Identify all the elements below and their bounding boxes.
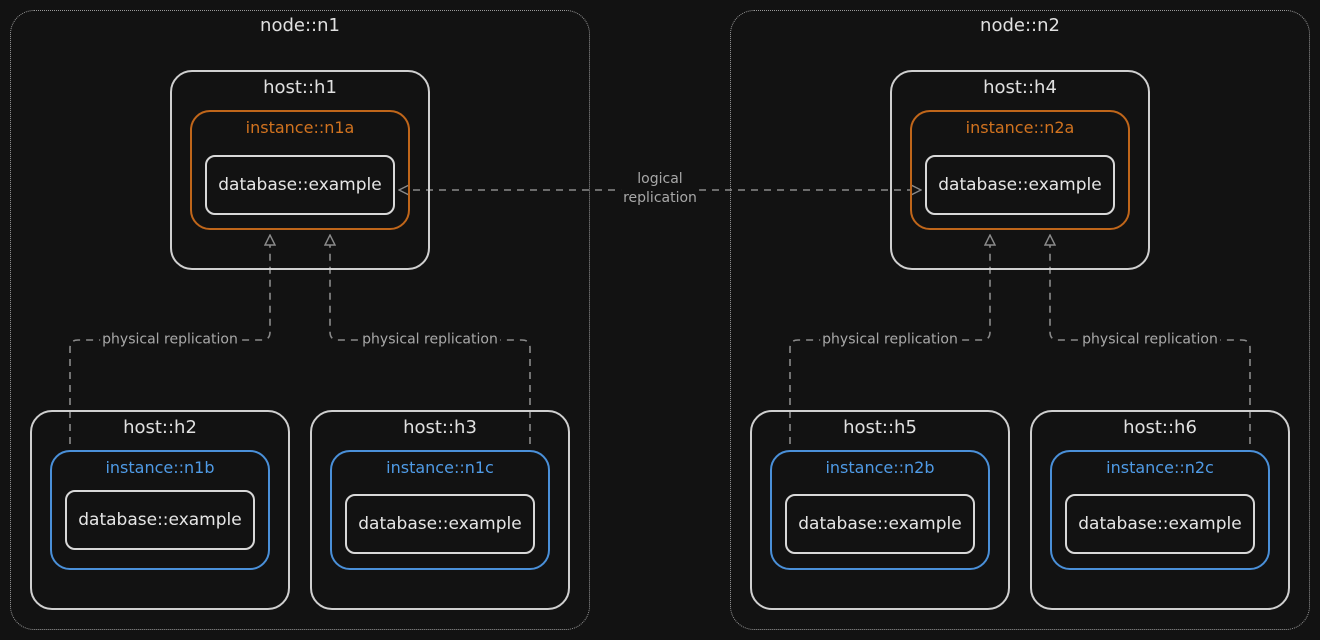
host-h4: host::h4 (890, 70, 1150, 270)
edge-label-logical-line1: logical (637, 171, 683, 187)
host-h4-title: host::h4 (983, 77, 1057, 98)
database-n1c: database::example (345, 494, 535, 554)
database-n2c: database::example (1065, 494, 1255, 554)
edge-label-n2c: physical replication (1080, 330, 1220, 350)
edge-label-logical: logical replication (621, 170, 699, 208)
instance-n2a-title: instance::n2a (965, 118, 1075, 137)
host-h5-title: host::h5 (843, 417, 917, 438)
instance-n2b: instance::n2b (770, 450, 990, 570)
edge-label-n2b: physical replication (820, 330, 960, 350)
database-n2b: database::example (785, 494, 975, 554)
database-n2a: database::example (925, 155, 1115, 215)
node-n2-title: node::n2 (980, 15, 1060, 36)
node-n2: node::n2 (730, 10, 1310, 630)
instance-n2a: instance::n2a (910, 110, 1130, 230)
instance-n1c-title: instance::n1c (386, 458, 494, 477)
instance-n2c-title: instance::n2c (1106, 458, 1214, 477)
host-h3-title: host::h3 (403, 417, 477, 438)
host-h3: host::h3 (310, 410, 570, 610)
host-h2: host::h2 (30, 410, 290, 610)
edge-label-n1c: physical replication (360, 330, 500, 350)
host-h2-title: host::h2 (123, 417, 197, 438)
edge-label-n1b: physical replication (100, 330, 240, 350)
host-h1-title: host::h1 (263, 77, 337, 98)
instance-n1b: instance::n1b (50, 450, 270, 570)
host-h5: host::h5 (750, 410, 1010, 610)
instance-n2b-title: instance::n2b (825, 458, 935, 477)
instance-n1b-title: instance::n1b (105, 458, 215, 477)
host-h6: host::h6 (1030, 410, 1290, 610)
database-n1a: database::example (205, 155, 395, 215)
instance-n1a: instance::n1a (190, 110, 410, 230)
host-h6-title: host::h6 (1123, 417, 1197, 438)
instance-n1a-title: instance::n1a (245, 118, 355, 137)
node-n1: node::n1 (10, 10, 590, 630)
database-n1b: database::example (65, 490, 255, 550)
instance-n2c: instance::n2c (1050, 450, 1270, 570)
edge-label-logical-line2: replication (623, 190, 697, 206)
instance-n1c: instance::n1c (330, 450, 550, 570)
host-h1: host::h1 (170, 70, 430, 270)
node-n1-title: node::n1 (260, 15, 340, 36)
